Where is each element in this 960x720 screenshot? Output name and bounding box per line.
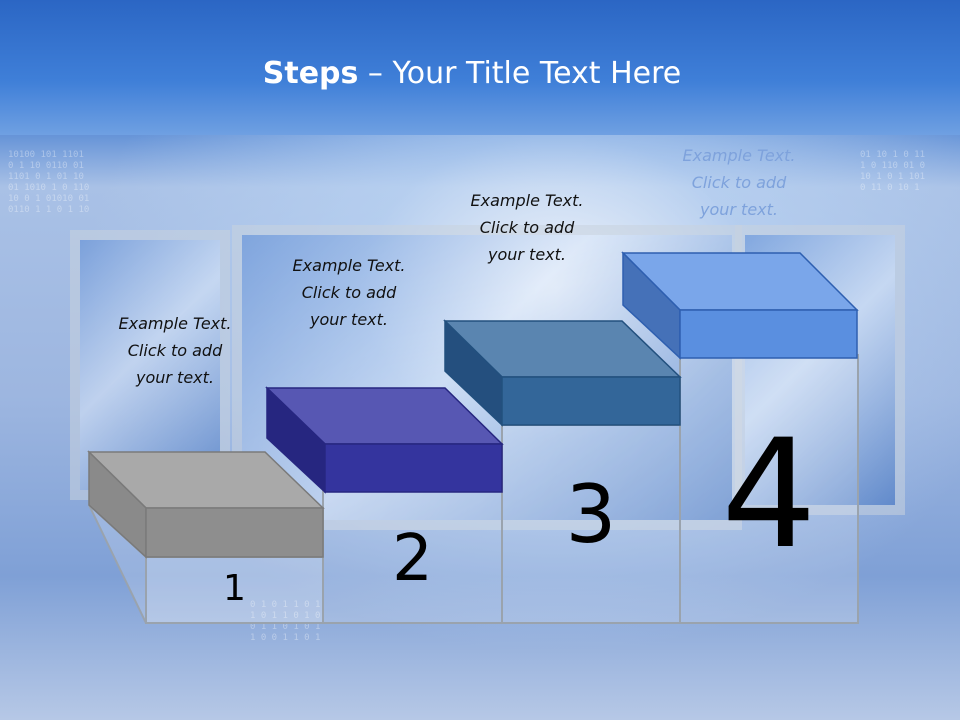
title-rest: – Your Title Text Here <box>358 56 682 91</box>
step-1-block <box>87 450 325 559</box>
step-2-text-line: Example Text. <box>292 256 406 275</box>
step-2-text-line: your text. <box>309 310 388 329</box>
step-4-text-line: Example Text. <box>682 146 796 165</box>
step-4-text-line: Click to add <box>691 173 787 192</box>
step-1-text-placeholder[interactable]: Example Text. Click to add your text. <box>85 310 265 391</box>
step-3-text-placeholder[interactable]: Example Text. Click to add your text. <box>437 187 617 268</box>
title-band <box>0 0 960 135</box>
step-4-text-placeholder[interactable]: Example Text. Click to add your text. <box>649 142 829 223</box>
step-3-column <box>501 424 681 624</box>
step-4-block <box>621 251 859 360</box>
binary-code-decoration: 10100 101 1101 0 1 10 0110 01 1101 0 1 0… <box>8 150 90 215</box>
step-1-number: 1 <box>223 568 246 609</box>
step-4-column <box>679 354 859 624</box>
step-2-block <box>265 386 504 494</box>
step-3-number: 3 <box>565 468 617 561</box>
step-1-text-line: your text. <box>135 368 214 387</box>
step-3-text-line: your text. <box>487 245 566 264</box>
step-3-text-line: Example Text. <box>470 191 584 210</box>
step-2-number: 2 <box>392 522 433 596</box>
title-bold: Steps <box>262 56 359 91</box>
step-1-text-line: Click to add <box>127 341 223 360</box>
step-4-number: 4 <box>721 408 817 582</box>
step-4-text-line: your text. <box>699 200 778 219</box>
step-2-text-placeholder[interactable]: Example Text. Click to add your text. <box>259 252 439 333</box>
step-2-text-line: Click to add <box>301 283 397 302</box>
binary-code-decoration: 01 10 1 0 11 1 0 110 01 0 10 1 0 1 101 0… <box>860 150 926 193</box>
step-3-block <box>443 319 682 427</box>
step-3-text-line: Click to add <box>479 218 575 237</box>
step-1-text-line: Example Text. <box>118 314 232 333</box>
binary-code-decoration: 0 1 0 1 1 0 1 1 0 1 1 0 1 0 0 1 1 0 1 0 … <box>250 600 321 643</box>
slide-title[interactable]: Steps – Your Title Text Here <box>0 56 944 91</box>
